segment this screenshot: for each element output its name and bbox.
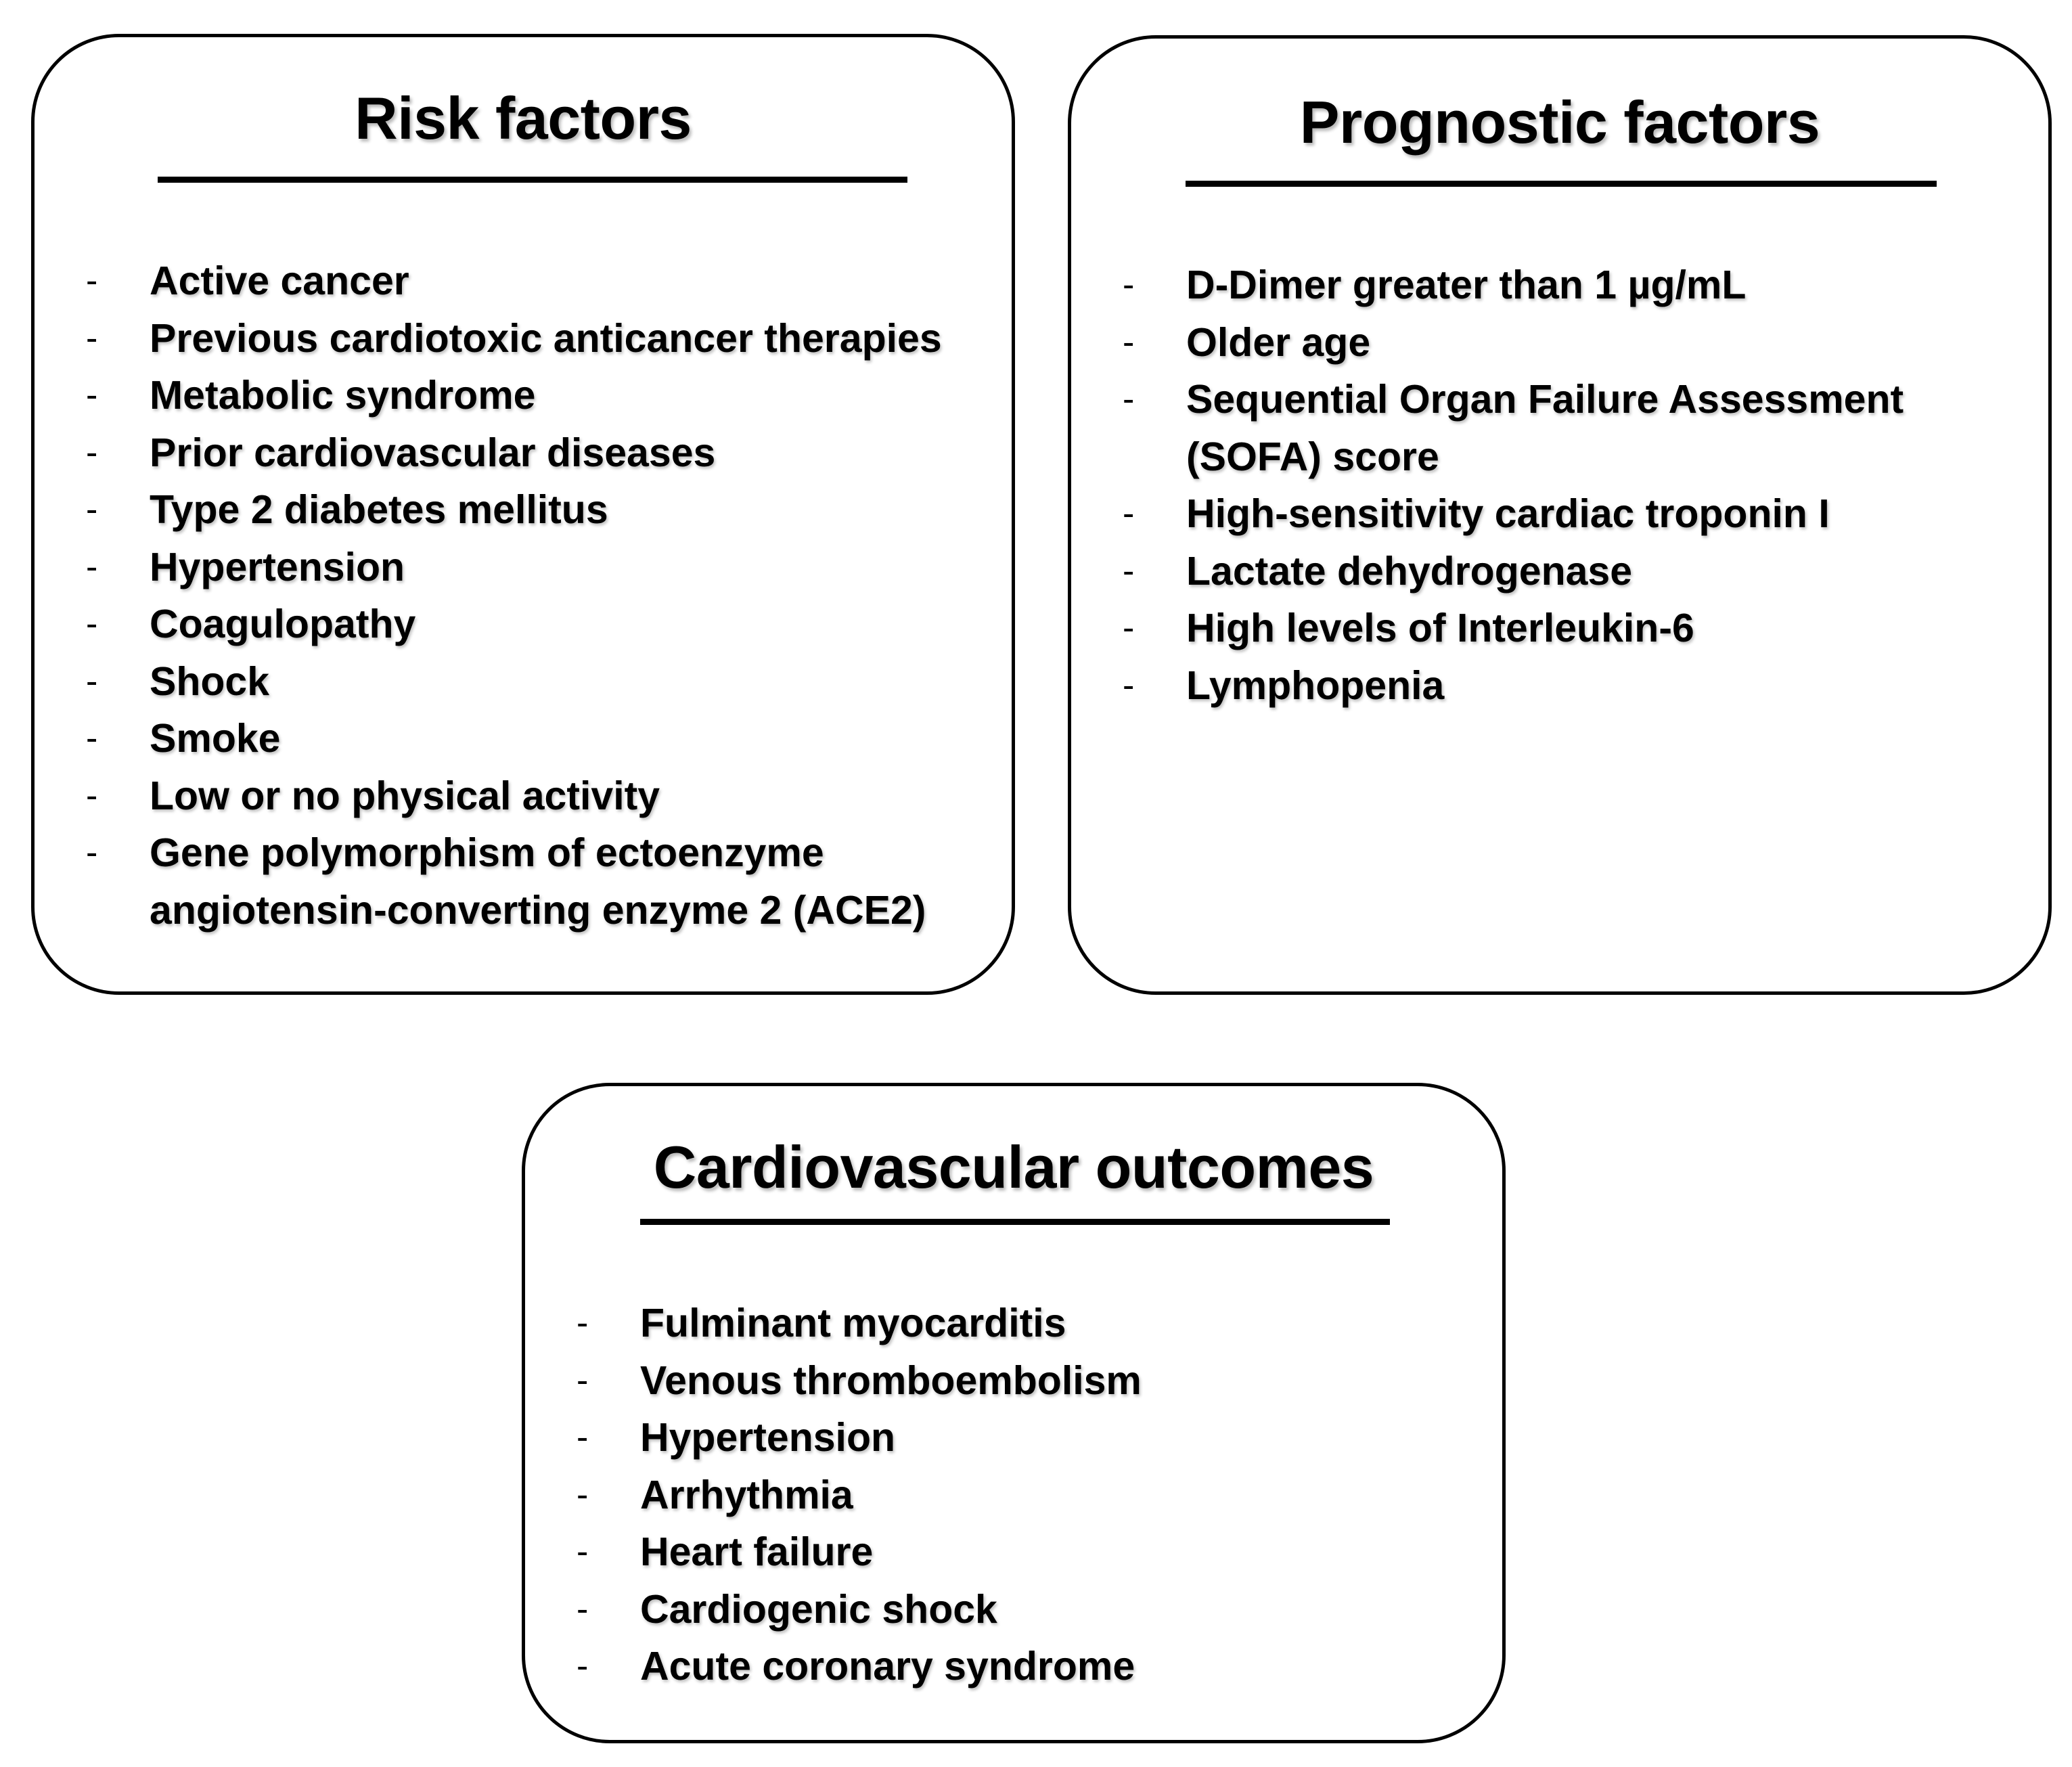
bullet-dash: - xyxy=(577,1647,589,1686)
list-item: - Hypertension xyxy=(525,1409,1142,1467)
list-item: - Arrhythmia xyxy=(525,1467,1142,1524)
list-item-text: High levels of Interleukin-6 xyxy=(1186,606,1694,650)
list-item-text: Coagulopathy xyxy=(150,602,416,646)
list-item-text: Heart failure xyxy=(640,1529,874,1574)
list-item-text: Hypertension xyxy=(150,544,405,589)
cardiovascular-outcomes-list: - Fulminant myocarditis - Venous thromboem… xyxy=(525,1295,1142,1695)
list-item: - Venous thromboembolism xyxy=(525,1352,1142,1410)
bullet-dash: - xyxy=(86,547,98,587)
risk-factors-list: - Active cancer - Previous cardiotoxic ant… xyxy=(35,252,942,939)
prognostic-factors-title: Prognostic factors xyxy=(1299,89,1820,156)
list-item: - Active cancer xyxy=(35,252,942,310)
list-item: - D-Dimer greater than 1 µg/mL xyxy=(1071,256,1904,314)
bullet-dash: - xyxy=(86,490,98,529)
list-item-text: Lymphopenia xyxy=(1186,663,1445,708)
list-item-text: Older age xyxy=(1186,319,1371,365)
list-item-text: Previous cardiotoxic anticancer therapie… xyxy=(150,315,942,361)
prognostic-factors-panel: Prognostic factors - D-Dimer greater than… xyxy=(1068,35,2052,995)
list-item-text: Cardiogenic shock xyxy=(640,1586,997,1632)
bullet-dash: - xyxy=(86,318,98,358)
prognostic-factors-list: - D-Dimer greater than 1 µg/mL - Older age… xyxy=(1071,256,1904,714)
list-item-text: Sequential Organ Failure Assessment(SOFA… xyxy=(1186,377,1904,479)
list-item-text: Fulminant myocarditis xyxy=(640,1301,1066,1345)
bullet-dash: - xyxy=(1123,665,1135,705)
cardiovascular-outcomes-title: Cardiovascular outcomes xyxy=(653,1134,1374,1201)
list-item: - Lymphopenia xyxy=(1071,657,1904,715)
cardiovascular-outcomes-title-underline xyxy=(640,1219,1390,1225)
list-item: - Heart failure xyxy=(525,1523,1142,1581)
bullet-dash: - xyxy=(1123,551,1135,591)
list-item: - Previous cardiotoxic anticancer therapi… xyxy=(35,310,942,367)
list-item: - Acute coronary syndrome xyxy=(525,1638,1142,1695)
bullet-dash: - xyxy=(86,376,98,415)
bullet-dash: - xyxy=(86,719,98,758)
list-item-text: Venous thromboembolism xyxy=(640,1358,1142,1403)
bullet-dash: - xyxy=(86,776,98,815)
bullet-dash: - xyxy=(86,604,98,644)
list-item-text: Smoke xyxy=(150,716,281,761)
bullet-dash: - xyxy=(1123,265,1135,305)
bullet-dash: - xyxy=(577,1303,589,1343)
risk-factors-panel: Risk factors - Active cancer - Previous ca… xyxy=(31,34,1015,995)
list-item: - High levels of Interleukin-6 xyxy=(1071,600,1904,657)
list-item-text: Lactate dehydrogenase xyxy=(1186,548,1633,594)
bullet-dash: - xyxy=(86,833,98,872)
list-item-text: Active cancer xyxy=(150,259,409,303)
bullet-dash: - xyxy=(86,661,98,701)
bullet-dash: - xyxy=(577,1360,589,1400)
list-item: - Hypertension xyxy=(35,539,942,596)
list-item-text: High-sensitivity cardiac troponin I xyxy=(1186,491,1830,536)
list-item-text: Metabolic syndrome xyxy=(150,373,536,418)
list-item-text: Prior cardiovascular diseases xyxy=(150,430,716,475)
list-item-text: Low or no physical activity xyxy=(150,773,660,818)
risk-factors-title: Risk factors xyxy=(355,85,692,152)
bullet-dash: - xyxy=(1123,494,1135,533)
prognostic-factors-title-underline xyxy=(1186,181,1937,187)
bullet-dash: - xyxy=(577,1418,589,1457)
bullet-dash: - xyxy=(1123,380,1135,419)
list-item: - High-sensitivity cardiac troponin I xyxy=(1071,485,1904,543)
list-item-text: Hypertension xyxy=(640,1415,896,1460)
list-item: - Smoke xyxy=(35,710,942,767)
list-item: - Older age xyxy=(1071,314,1904,372)
bullet-dash: - xyxy=(1123,322,1135,362)
bullet-dash: - xyxy=(86,261,98,300)
list-item: - Sequential Organ Failure Assessment(SOF… xyxy=(1071,371,1904,485)
bullet-dash: - xyxy=(577,1532,589,1571)
list-item: - Coagulopathy xyxy=(35,596,942,653)
list-item: - Lactate dehydrogenase xyxy=(1071,543,1904,600)
list-item: - Cardiogenic shock xyxy=(525,1581,1142,1638)
list-item: - Type 2 diabetes mellitus xyxy=(35,481,942,539)
list-item: - Prior cardiovascular diseases xyxy=(35,424,942,482)
bullet-dash: - xyxy=(1123,608,1135,648)
list-item: - Low or no physical activity xyxy=(35,767,942,825)
list-item: - Fulminant myocarditis xyxy=(525,1295,1142,1352)
list-item: - Shock xyxy=(35,653,942,711)
list-item-text: D-Dimer greater than 1 µg/mL xyxy=(1186,263,1747,307)
list-item-text: Arrhythmia xyxy=(640,1472,853,1517)
list-item-text: Shock xyxy=(150,658,270,704)
bullet-dash: - xyxy=(577,1589,589,1629)
bullet-dash: - xyxy=(577,1475,589,1515)
list-item-text: Acute coronary syndrome xyxy=(640,1644,1135,1688)
bullet-dash: - xyxy=(86,432,98,472)
risk-factors-title-underline xyxy=(158,177,907,183)
cardiovascular-outcomes-panel: Cardiovascular outcomes - Fulminant myoca… xyxy=(522,1083,1506,1743)
list-item: - Metabolic syndrome xyxy=(35,367,942,424)
list-item-text: Type 2 diabetes mellitus xyxy=(150,487,608,532)
